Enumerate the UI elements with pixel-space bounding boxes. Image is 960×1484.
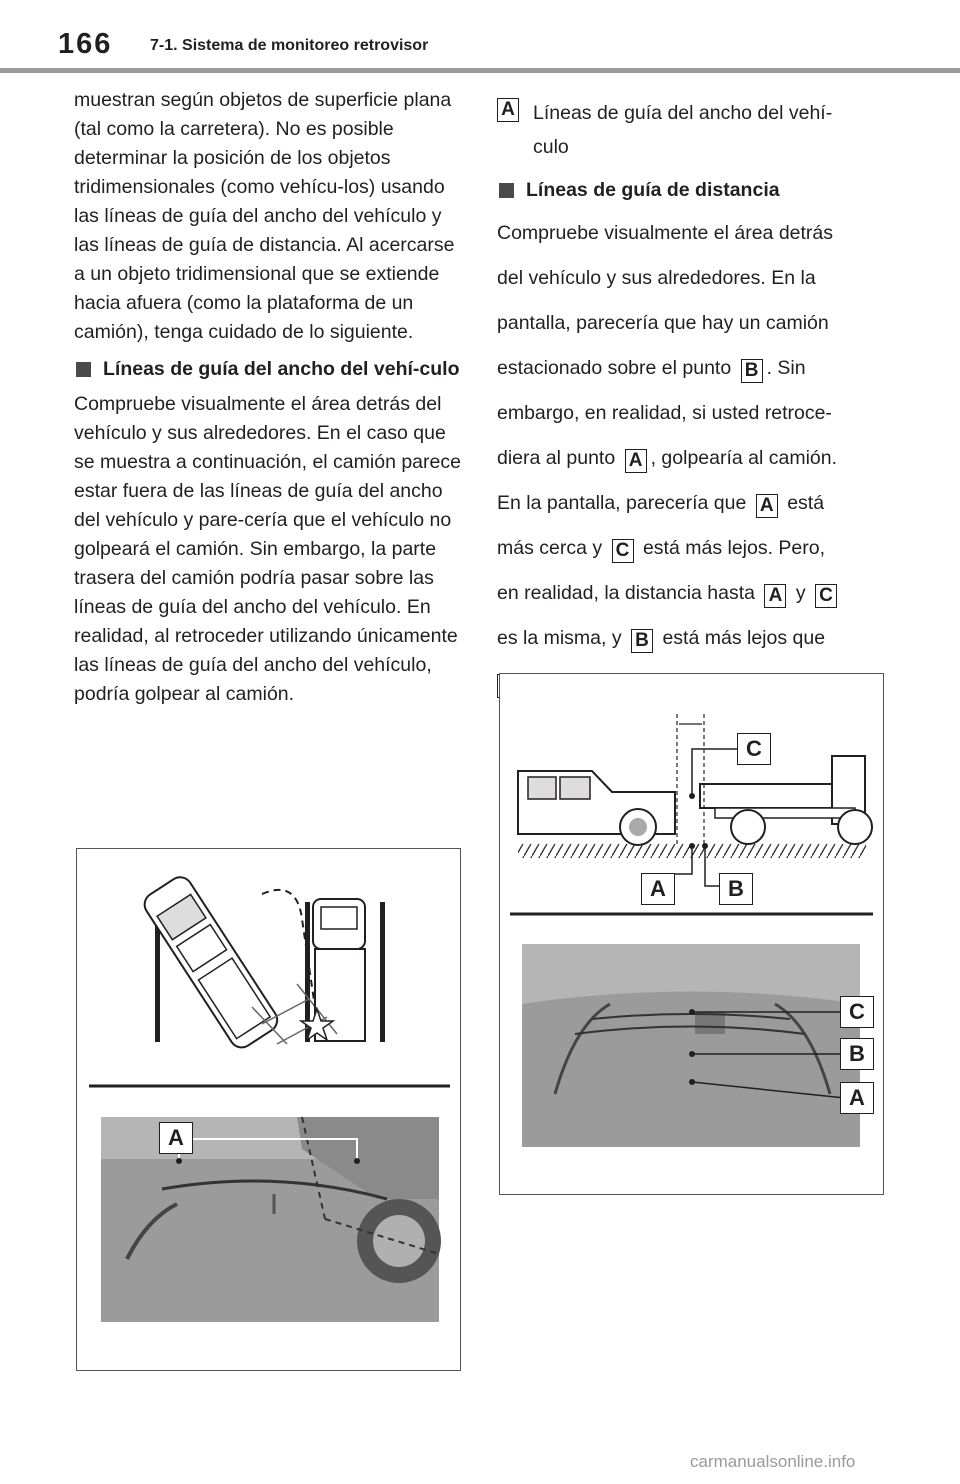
label-box-a: A (624, 449, 647, 473)
text: diera al punto (497, 447, 616, 469)
intro-paragraph: muestran según objetos de superficie pla… (74, 89, 455, 343)
distance-guide-heading-text: Líneas de guía de distancia (526, 179, 780, 201)
text: estacionado sobre el punto (497, 357, 732, 379)
figure-label-b: B (840, 1038, 874, 1070)
figure-label-a: A (641, 873, 675, 905)
legend-item-a: A Líneas de guía del ancho del vehí- cul… (497, 96, 889, 164)
figure-label-b: B (719, 873, 753, 905)
width-guide-heading: Líneas de guía del ancho del vehí-culo (74, 355, 466, 384)
distance-guide-illustration (510, 714, 873, 1147)
width-guide-heading-text: Líneas de guía del ancho del vehí-culo (103, 358, 460, 380)
header-rule (0, 68, 960, 73)
distance-guide-heading: Líneas de guía de distancia (497, 176, 889, 205)
body-line: En la pantalla, parecería que A está (497, 481, 889, 526)
text: . Sin (766, 357, 806, 379)
text: está más lejos que (662, 627, 826, 649)
text: En la pantalla, parecería que (497, 492, 747, 514)
left-column: muestran según objetos de superficie pla… (74, 86, 466, 709)
distance-guide-figure: C A B C B A (499, 673, 884, 1195)
body-line: diera al punto A, golpearía al camión. (497, 436, 889, 481)
body-line: en realidad, la distancia hasta A y C (497, 571, 889, 616)
body-line: pantalla, parecería que hay un camión (497, 312, 829, 334)
bullet-square-icon (499, 183, 514, 198)
width-guide-figure: A (76, 848, 461, 1371)
width-guide-paragraph: Compruebe visualmente el área detrás del… (74, 393, 461, 705)
text: está más lejos. Pero, (642, 537, 826, 559)
legend-text-1: Líneas de guía del ancho del vehí- (533, 102, 833, 124)
width-guide-illustration (89, 876, 450, 1322)
page-number: 166 (58, 28, 113, 60)
text: y (795, 582, 806, 604)
body-line: estacionado sobre el punto B. Sin (497, 346, 889, 391)
figure-label-a: A (840, 1082, 874, 1114)
watermark: carmanualsonline.info (690, 1452, 856, 1471)
label-box-b: B (740, 359, 763, 383)
label-box-a: A (764, 584, 787, 608)
section-title: 7-1. Sistema de monitoreo retrovisor (150, 37, 429, 54)
label-box-c: C (611, 539, 634, 563)
body-line: es la misma, y B está más lejos que (497, 616, 889, 661)
body-line: más cerca y C está más lejos. Pero, (497, 526, 889, 571)
label-box-a: A (497, 98, 519, 122)
text: en realidad, la distancia hasta (497, 582, 756, 604)
bullet-square-icon (76, 362, 91, 377)
body-line: Compruebe visualmente el área detrás (497, 222, 834, 244)
text: , golpearía al camión. (650, 447, 838, 469)
figure-label-c: C (840, 996, 874, 1028)
body-line: embargo, en realidad, si usted retroce- (497, 402, 832, 424)
figure-label-a: A (159, 1122, 193, 1154)
label-box-c: C (815, 584, 838, 608)
body-line: del vehículo y sus alrededores. En la (497, 267, 816, 289)
text: está (787, 492, 825, 514)
right-column: A Líneas de guía del ancho del vehí- cul… (497, 96, 889, 706)
text: más cerca y (497, 537, 603, 559)
text: es la misma, y (497, 627, 622, 649)
label-box-a: A (755, 494, 778, 518)
label-box-b: B (631, 629, 654, 653)
figure-label-c: C (737, 733, 771, 765)
legend-text-2: culo (533, 136, 569, 158)
